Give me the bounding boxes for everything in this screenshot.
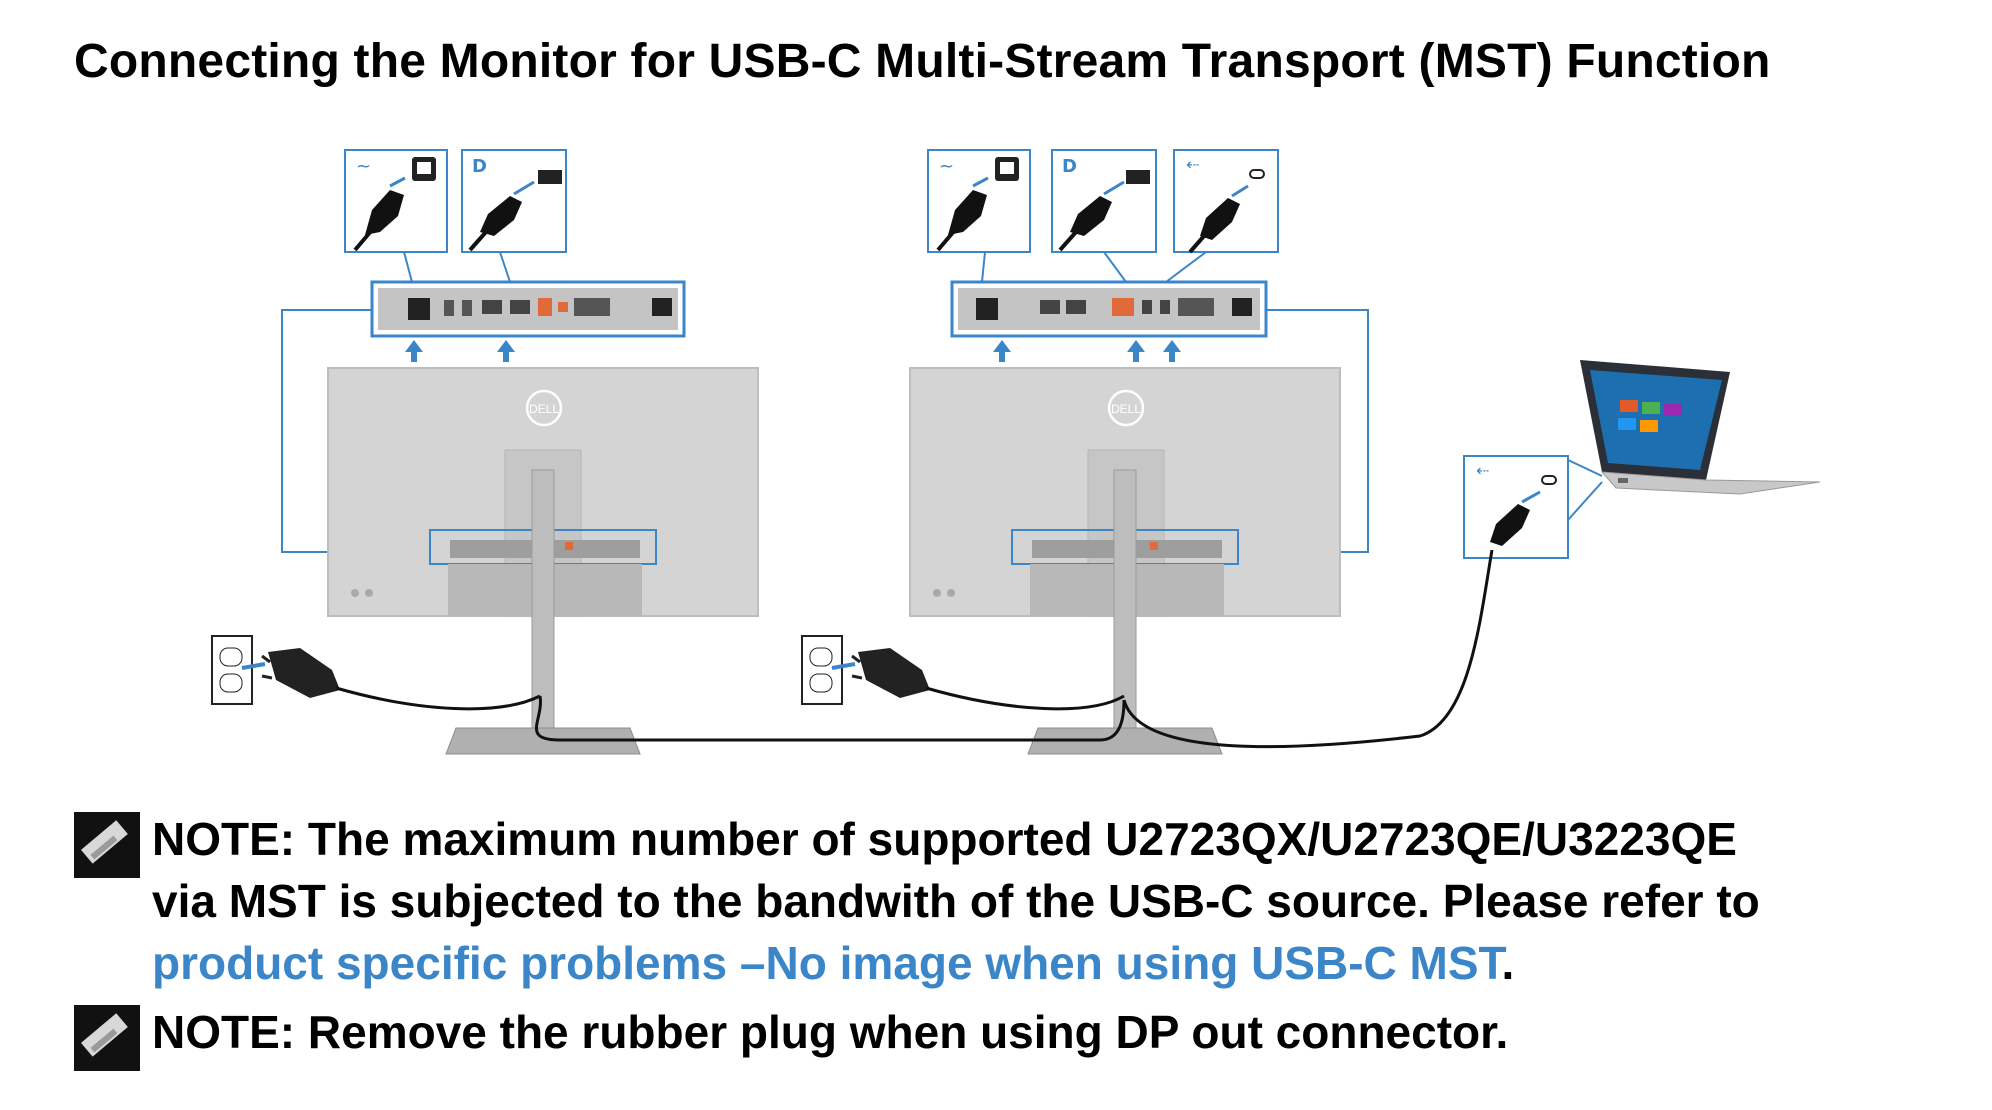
dell-logo-text: DELL <box>1111 402 1141 416</box>
dell-logo-text: DELL <box>529 402 559 416</box>
wall-outlet-left <box>211 635 340 705</box>
arrows-left <box>405 340 515 362</box>
product-problems-link[interactable]: product specific problems –No image when… <box>152 937 1502 989</box>
note-text-line2: via MST is subjected to the bandwith of … <box>152 875 1760 927</box>
note-pencil-icon <box>74 1005 140 1071</box>
note-text-line1: The maximum number of supported U2723QX/… <box>307 813 1737 865</box>
io-panel-left <box>370 280 686 338</box>
page-title: Connecting the Monitor for USB-C Multi-S… <box>74 35 1771 88</box>
dell-logo-icon <box>525 389 563 427</box>
callout-usbc-laptop: ⇠ <box>1463 455 1603 559</box>
displayport-out-icon: D <box>1062 156 1077 177</box>
cables <box>335 549 1494 749</box>
usb-c-icon: ⇠ <box>1476 461 1489 480</box>
note-text: Remove the rubber plug when using DP out… <box>307 1006 1509 1058</box>
callout-power-middle: ~ <box>927 149 1031 283</box>
note-period: . <box>1501 937 1515 989</box>
note-label: NOTE: <box>152 1006 296 1058</box>
monitor-middle: DELL <box>909 309 1369 755</box>
usb-c-icon: ⇠ <box>1186 155 1199 174</box>
callout-dp-left: D <box>461 149 567 283</box>
note-pencil-icon <box>74 812 140 878</box>
note-label: NOTE: <box>152 813 296 865</box>
mst-connection-diagram: DELL ~ <box>211 149 1821 755</box>
io-panel-middle <box>950 280 1268 338</box>
callout-power-left: ~ <box>344 149 448 283</box>
callout-dp-middle: D <box>1051 149 1157 283</box>
dell-logo-icon <box>1107 389 1145 427</box>
displayport-in-icon: D <box>472 156 487 177</box>
monitor-left: DELL <box>281 309 759 755</box>
power-icon: ~ <box>356 156 371 177</box>
power-icon: ~ <box>939 156 954 177</box>
laptop <box>1580 360 1821 495</box>
arrows-middle <box>993 340 1181 362</box>
callout-usbc-middle: ⇠ <box>1165 149 1279 283</box>
wall-outlet-middle <box>801 635 930 705</box>
